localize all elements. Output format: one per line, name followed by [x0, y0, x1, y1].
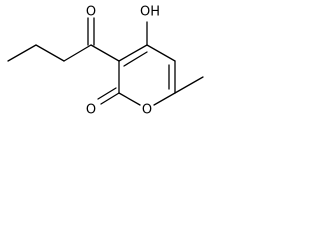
hydroxyl-label: OH: [140, 5, 160, 20]
bond-lactone-double-b: [97, 87, 117, 100]
bond-c1-c2: [7, 44, 37, 62]
lactone-carbonyl: O: [86, 87, 120, 118]
pyranone-ring: [118, 44, 176, 106]
bond-ringO-c2: [118, 92, 141, 106]
bond-c3-c4-ring: [118, 44, 148, 62]
ketone-oxygen-label: O: [86, 5, 96, 20]
bond-c2-c3: [35, 44, 65, 62]
bond-c6-ringO: [153, 92, 176, 106]
bond-lactone-double-a: [100, 92, 120, 105]
ketone-group: O: [86, 5, 96, 46]
bond-c4-c5: [146, 44, 176, 62]
hydroxyl-group: OH: [140, 5, 160, 46]
lactone-oxygen-label: O: [86, 103, 96, 118]
bond-methyl: [174, 76, 204, 94]
bond-c3-c4: [63, 44, 92, 62]
bond-c4-ring: [90, 44, 120, 62]
ring-oxygen-label: O: [142, 103, 152, 118]
butyl-chain: [7, 44, 120, 62]
bond-c3-c4-ring-inner: [123, 51, 148, 67]
structure-diagram: O O O OH: [7, 5, 204, 118]
